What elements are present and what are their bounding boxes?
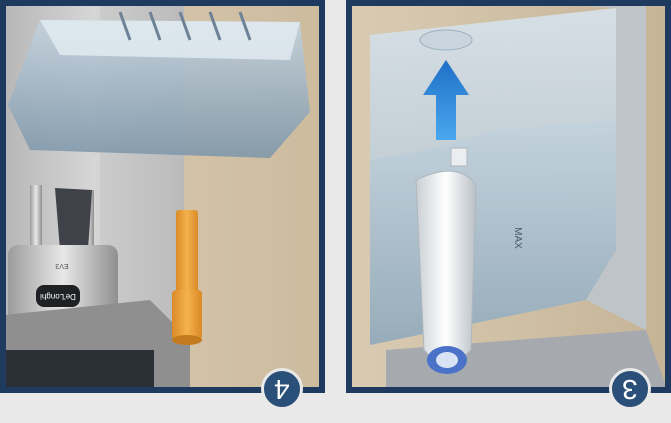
- tube-end: [172, 335, 202, 345]
- water-filter-tube: [176, 210, 198, 298]
- illustration-panel-step-4: De'Longhi EV3: [0, 0, 325, 393]
- brand-label: De'Longhi: [40, 292, 76, 301]
- water-tank-illustration: MAX: [346, 0, 671, 393]
- water-filter-tube-base: [172, 290, 202, 340]
- filter-dial-center: [436, 352, 458, 368]
- model-label: EV3: [55, 262, 68, 269]
- filter-socket: [420, 30, 472, 50]
- step-badge: 3: [609, 368, 651, 410]
- step-badge: 4: [261, 368, 303, 410]
- filter-neck: [451, 148, 467, 166]
- control-panel: [4, 350, 154, 389]
- spout-left: [30, 185, 42, 245]
- spout-opening: [55, 188, 92, 250]
- max-level-label: MAX: [512, 227, 523, 249]
- step-number: 3: [622, 371, 638, 407]
- machine-illustration: De'Longhi EV3: [0, 0, 325, 393]
- step-number: 4: [274, 371, 290, 407]
- water-filter-cartridge: [416, 171, 476, 362]
- illustration-panel-step-3: MAX: [346, 0, 671, 393]
- tray-grid: [40, 20, 300, 60]
